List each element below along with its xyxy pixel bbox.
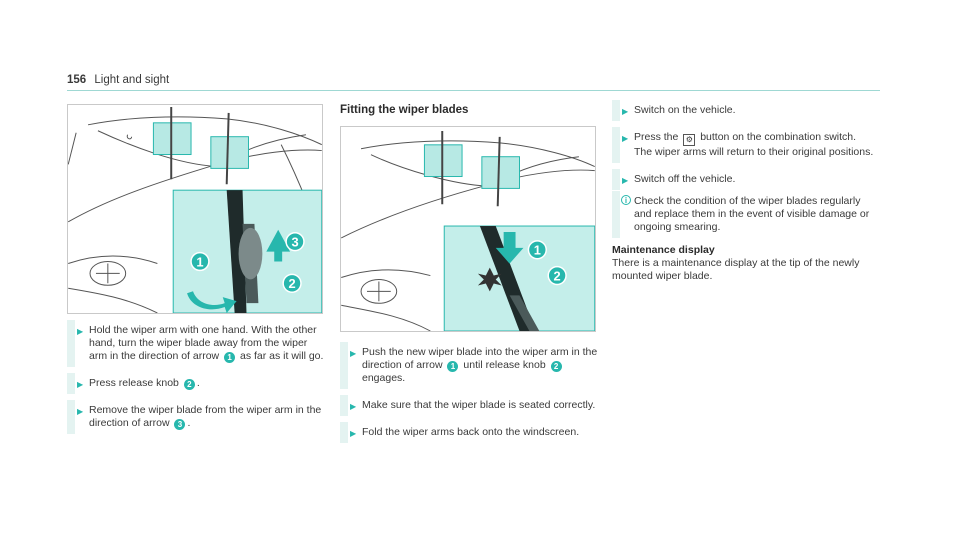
header-divider <box>67 90 880 91</box>
badge-2: 2 <box>550 361 562 372</box>
step-arrow-icon: ▶ <box>350 349 357 358</box>
step-arrow-icon: ▶ <box>77 407 84 416</box>
callout-3-left <box>285 232 305 252</box>
info-note: i Check the condition of the wiper blade… <box>612 191 880 238</box>
svg-text:1: 1 <box>534 243 541 258</box>
callout-1-mid <box>527 240 547 260</box>
section-title: Light and sight <box>94 74 170 86</box>
step-arrow-icon: ▶ <box>622 134 629 143</box>
callout-2-left <box>282 273 302 293</box>
callout-1-left <box>190 251 210 272</box>
badge-3: 3 <box>174 419 186 430</box>
wiper-highlight-2 <box>210 136 249 169</box>
left-instructions: ▶ Hold the wiper arm with one hand. With… <box>67 320 327 439</box>
step-arrow-icon: ▶ <box>350 429 357 438</box>
step-item: ▶ Switch on the vehicle. <box>612 100 880 121</box>
wiper-highlight-2 <box>481 156 520 189</box>
step-item: ▶ Push the new wiper blade into the wipe… <box>340 342 600 389</box>
step-arrow-icon: ▶ <box>77 327 84 336</box>
svg-text:2: 2 <box>554 268 561 283</box>
car-wiper-removal-drawing: 1 2 3 <box>68 106 322 313</box>
page-header: 156 Light and sight <box>67 74 169 86</box>
svg-text:2: 2 <box>288 276 295 291</box>
fitting-title: Fitting the wiper blades <box>340 104 469 116</box>
wiper-button-icon: ⚙ <box>683 134 696 146</box>
info-icon: i <box>621 195 631 205</box>
illustration-remove-wiper: 1 2 3 <box>67 104 323 314</box>
page-number: 156 <box>67 74 87 86</box>
step-item: ▶ Make sure that the wiper blade is seat… <box>340 395 600 416</box>
step-item: ▶ Fold the wiper arms back onto the wind… <box>340 422 600 443</box>
step-item: ▶ Hold the wiper arm with one hand. With… <box>67 320 327 367</box>
step-item: ▶ Remove the wiper blade from the wiper … <box>67 400 327 434</box>
arrow-1 <box>187 291 237 313</box>
callout-2-mid <box>547 265 567 286</box>
badge-2: 2 <box>183 379 195 390</box>
step-item: ▶ Switch off the vehicle. <box>612 169 880 190</box>
step-arrow-icon: ▶ <box>77 380 84 389</box>
step-arrow-icon: ▶ <box>350 402 357 411</box>
maintenance-text: There is a maintenance display at the ti… <box>612 257 860 282</box>
right-instructions: ▶ Switch on the vehicle. ▶ Press the ⚙ b… <box>612 100 880 283</box>
badge-1: 1 <box>447 361 459 372</box>
step-item: ▶ Press the ⚙ button on the combination … <box>612 127 880 163</box>
badge-1: 1 <box>224 352 236 363</box>
step-arrow-icon: ▶ <box>622 176 629 185</box>
wiper-highlight-1 <box>423 144 463 178</box>
click-burst-icon <box>477 267 502 292</box>
middle-instructions: ▶ Push the new wiper blade into the wipe… <box>340 342 600 448</box>
step-item: ▶ Press release knob 2. <box>67 373 327 394</box>
arrow-3 <box>266 229 291 262</box>
maintenance-display-section: Maintenance display There is a maintenan… <box>612 244 880 283</box>
step-arrow-icon: ▶ <box>622 107 629 116</box>
svg-text:1: 1 <box>196 254 203 269</box>
svg-text:3: 3 <box>291 235 298 250</box>
illustration-fit-wiper: 1 2 <box>340 126 596 332</box>
car-wiper-fitting-drawing: 1 2 <box>341 130 595 331</box>
maintenance-title: Maintenance display <box>612 244 715 256</box>
wiper-highlight-1 <box>152 122 192 156</box>
